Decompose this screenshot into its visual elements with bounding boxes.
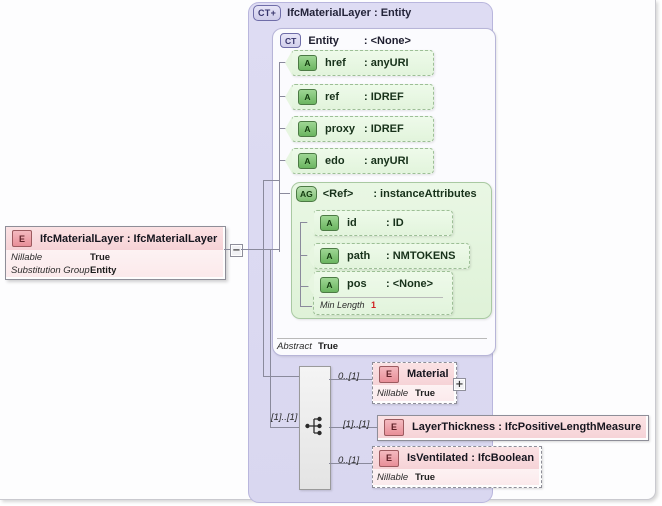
sequence-icon xyxy=(305,416,322,436)
attr-tree-branch xyxy=(279,193,290,194)
attribute-badge-icon: A xyxy=(298,89,317,105)
property-key-nillable: Nillable xyxy=(377,388,409,399)
element-badge-icon: E xyxy=(12,230,32,247)
sequence-compositor[interactable] xyxy=(299,366,331,490)
attribute-row-edo[interactable]: A edo : anyURI xyxy=(284,148,434,174)
routing-line-a xyxy=(263,180,264,376)
child-connector-material xyxy=(329,379,372,380)
attribute-name: pos xyxy=(347,278,367,290)
facet-label: Min Length xyxy=(320,300,365,310)
element-title-layerthickness: LayerThickness : IfcPositiveLengthMeasur… xyxy=(412,421,642,433)
entity-badge-icon: CT xyxy=(280,33,302,48)
attribute-group-header: AG <Ref> : instanceAttributes xyxy=(296,185,477,202)
element-properties-isventilated xyxy=(373,469,539,485)
root-element-header: E IfcMaterialLayer : IfcMaterialLayer xyxy=(6,227,223,250)
element-badge-icon: E xyxy=(384,418,404,436)
routing-line-e xyxy=(270,249,271,427)
element-badge-icon: E xyxy=(379,365,399,383)
property-value-nillable: True xyxy=(415,388,436,399)
attribute-name: path xyxy=(347,250,371,262)
ag-tree-branch xyxy=(300,286,312,287)
element-badge-icon: E xyxy=(379,449,399,467)
complex-type-header: CT+ IfcMaterialLayer : Entity xyxy=(253,5,411,21)
attribute-name: ref xyxy=(325,91,340,103)
root-element-title: IfcMaterialLayer : IfcMaterialLayer xyxy=(40,232,218,245)
abstract-divider xyxy=(277,338,487,339)
attribute-name: href xyxy=(325,57,346,69)
root-connector-left xyxy=(224,249,232,250)
attribute-type: : NMTOKENS xyxy=(386,250,456,262)
collapse-toggle-button[interactable]: − xyxy=(230,244,243,257)
attribute-group-type: : instanceAttributes xyxy=(373,187,477,200)
property-key-nillable: Nillable xyxy=(11,252,43,263)
property-key-nillable: Nillable xyxy=(377,472,409,483)
element-title-isventilated: IsVentilated : IfcBoolean xyxy=(407,452,535,464)
attribute-row-path[interactable]: A path : NMTOKENS xyxy=(306,243,470,269)
attribute-badge-icon: A xyxy=(320,215,339,231)
abstract-value: True xyxy=(318,341,339,352)
attribute-badge-icon: A xyxy=(320,248,339,264)
cardinality-isventilated: 0..[1] xyxy=(338,455,360,466)
attr-tree-spine xyxy=(279,62,280,252)
attribute-type: : anyURI xyxy=(364,57,409,69)
attribute-type: : IDREF xyxy=(364,123,404,135)
element-header-material: E Material xyxy=(373,363,454,385)
attribute-badge-icon: A xyxy=(298,153,317,169)
attribute-name: proxy xyxy=(325,123,355,135)
attribute-type: : anyURI xyxy=(364,155,409,167)
attribute-row-href[interactable]: A href : anyURI xyxy=(284,50,434,76)
ag-tree-branch xyxy=(300,222,312,223)
attribute-name: id xyxy=(347,217,357,229)
expand-toggle-material[interactable]: + xyxy=(453,378,466,391)
entity-name: Entity xyxy=(308,34,339,47)
child-connector-isventilated xyxy=(329,463,372,464)
attribute-badge-icon: A xyxy=(298,55,317,71)
attribute-row-ref[interactable]: A ref : IDREF xyxy=(284,84,434,110)
routing-line-b xyxy=(263,180,280,181)
routing-line-d xyxy=(279,180,280,250)
ag-tree-branch xyxy=(300,306,312,307)
ag-tree-spine xyxy=(300,222,301,306)
attribute-badge-icon: A xyxy=(320,277,339,293)
element-header-layerthickness: E LayerThickness : IfcPositiveLengthMeas… xyxy=(378,416,646,438)
routing-line-c xyxy=(263,376,299,377)
cardinality-layerthickness: [1]..[1] xyxy=(343,419,370,430)
root-element-properties xyxy=(6,250,223,277)
element-title-material: Material xyxy=(407,368,449,380)
child-connector-layerthickness xyxy=(329,427,377,428)
property-value-nillable: True xyxy=(90,252,111,263)
entity-type: : <None> xyxy=(363,34,411,47)
facet-divider xyxy=(319,297,443,298)
entity-header: CT Entity : <None> xyxy=(280,33,411,48)
element-properties-material xyxy=(373,385,454,401)
property-value-nillable: True xyxy=(415,472,436,483)
routing-line-f xyxy=(270,427,299,428)
attribute-type: : ID xyxy=(386,217,404,229)
attribute-type: : IDREF xyxy=(364,91,404,103)
attribute-row-id[interactable]: A id : ID xyxy=(306,210,453,236)
complex-type-title: IfcMaterialLayer : Entity xyxy=(287,7,412,19)
attribute-name: edo xyxy=(325,155,345,167)
attribute-group-name: <Ref> xyxy=(322,187,354,200)
facet-value: 1 xyxy=(371,300,377,310)
complex-type-badge-icon[interactable]: CT+ xyxy=(253,5,282,21)
attribute-group-badge-icon: AG xyxy=(296,185,317,202)
root-connector-right xyxy=(241,249,279,250)
property-value-substitution-group: Entity xyxy=(90,265,117,276)
ag-tree-branch xyxy=(300,255,312,256)
attribute-row-proxy[interactable]: A proxy : IDREF xyxy=(284,116,434,142)
abstract-label: Abstract xyxy=(277,341,312,352)
attribute-row-pos[interactable]: A pos : <None> xyxy=(306,271,453,315)
element-header-isventilated: E IsVentilated : IfcBoolean xyxy=(373,447,539,469)
sequence-cardinality: [1]..[1] xyxy=(271,412,298,423)
property-key-substitution-group: Substitution Group xyxy=(11,265,90,276)
cardinality-material: 0..[1] xyxy=(338,371,360,382)
attribute-type: : <None> xyxy=(386,278,434,290)
attribute-badge-icon: A xyxy=(298,121,317,137)
